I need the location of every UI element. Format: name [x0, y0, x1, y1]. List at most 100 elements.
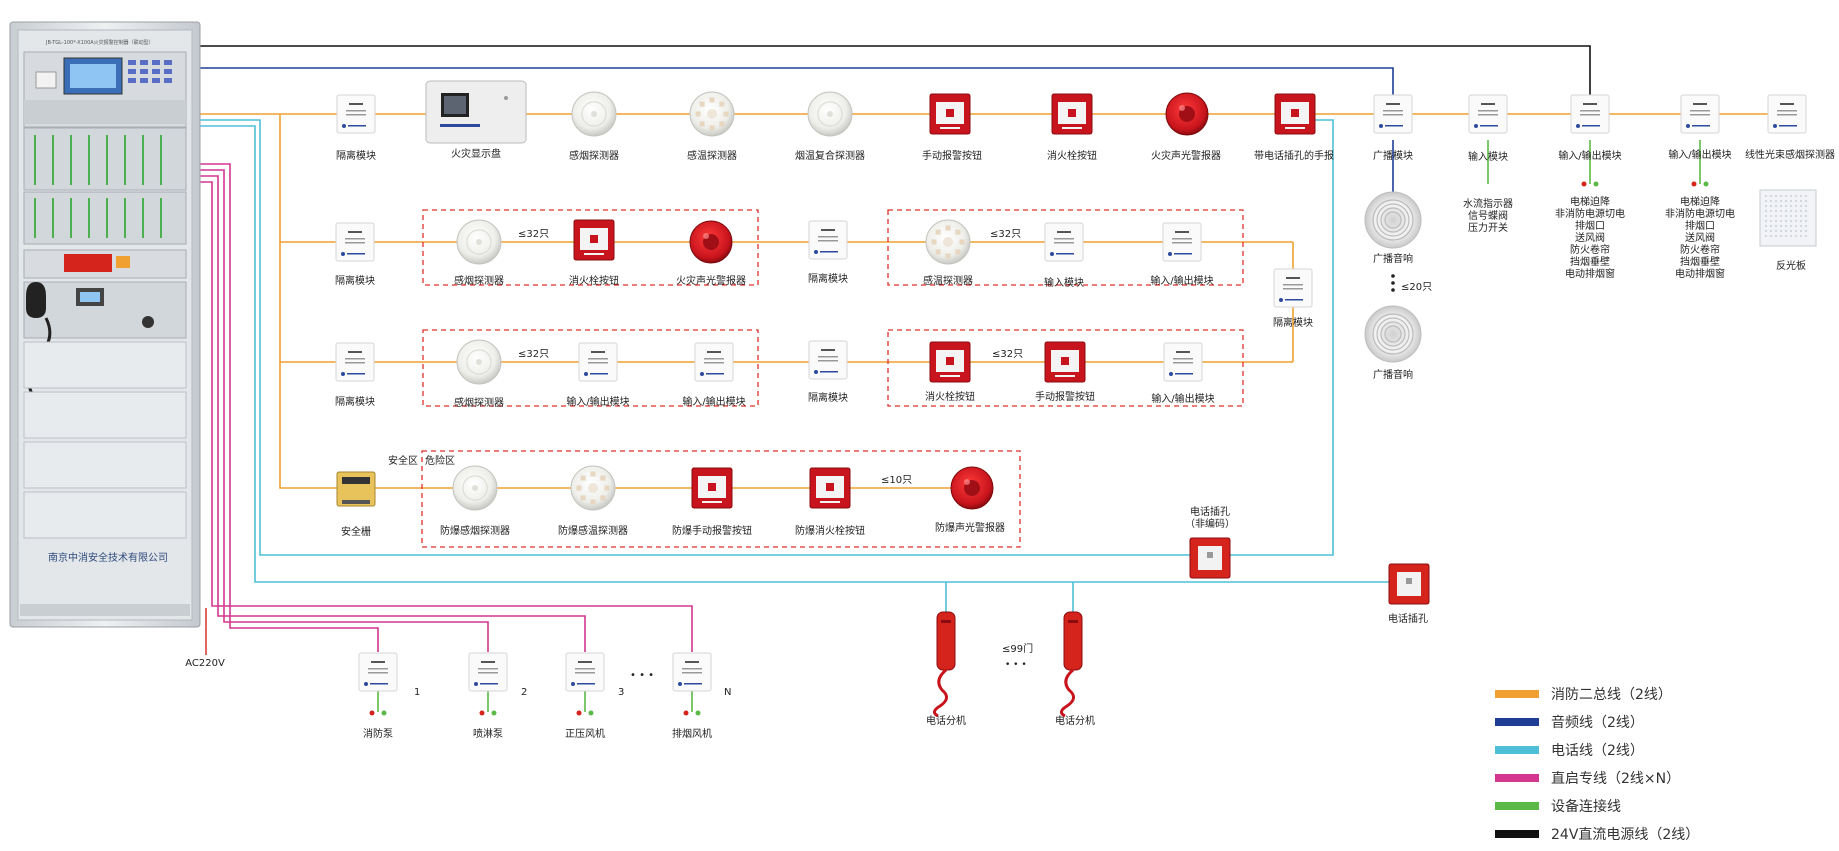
beam-detector-icon [1767, 94, 1807, 134]
bus-right-isolator-icon [1273, 268, 1313, 308]
bus3-isolator-label: 隔离模块 [335, 397, 375, 408]
bus4-count: ≤10只 [881, 475, 913, 486]
input-module-icon [1468, 94, 1508, 134]
bus3-g2-io-label: 输入/输出模块 [1151, 394, 1215, 405]
io-module1-label: 输入/输出模块 [1558, 151, 1622, 162]
handset2-label: 电话分机 [1055, 716, 1095, 727]
group-box-bus3-2 [887, 329, 1244, 407]
bus1-display-label: 火灾显示盘 [451, 149, 501, 160]
bus1-sounder-icon [1165, 92, 1209, 136]
direct-label-1: 消防泵 [363, 729, 393, 740]
io-module1-icon [1570, 94, 1610, 134]
legend-label: 24V直流电源线（2线） [1551, 827, 1700, 843]
fire-display-panel-icon [425, 80, 527, 144]
bus2-hydrant-button-icon [573, 219, 615, 261]
io-module2-icon [1680, 94, 1720, 134]
bus2-g2-count: ≤32只 [990, 229, 1022, 240]
handset1-label: 电话分机 [926, 716, 966, 727]
status-leds [369, 710, 387, 716]
phone-jack-icon [1388, 563, 1430, 605]
handset-ellipsis: • • • [1005, 660, 1027, 670]
legend-swatch [1495, 830, 1539, 838]
io-targets2: 电梯迫降 非消防电源切电 排烟口 送风阀 防火卷帘 挡烟垂壁 电动排烟窗 [1665, 197, 1735, 280]
reflector-icon [1759, 189, 1817, 247]
bus2-g2-input-label: 输入模块 [1044, 278, 1084, 289]
bus3-isolator-icon [335, 342, 375, 382]
phone-jack-nonaddr-label: 电话插孔 （非编码） [1185, 507, 1235, 530]
input-targets: 水流指示器 信号蝶阀 压力开关 [1463, 199, 1513, 234]
input-module-label: 输入模块 [1468, 152, 1508, 163]
bus1-hydrant-label: 消火栓按钮 [1047, 151, 1097, 162]
wire-phone-1 [200, 119, 1334, 556]
bus3-io1-icon [578, 342, 618, 382]
bus3-manual-alarm-icon [1044, 341, 1086, 383]
legend-swatch [1495, 774, 1539, 782]
wire-24v [200, 45, 1591, 96]
wire-phone-2 [200, 125, 1412, 583]
bus1-combo-detector-icon [807, 91, 853, 137]
ex-smoke-detector-icon [452, 465, 498, 511]
legend-item: 电话线（2线） [1495, 736, 1699, 764]
phone-jack-label: 电话插孔 [1388, 614, 1428, 625]
bus4-smoke-label: 防爆感烟探测器 [440, 526, 510, 537]
bus3-g2-manual-label: 手动报警按钮 [1035, 392, 1095, 403]
bus2-mid-isolator-label: 隔离模块 [808, 274, 848, 285]
direct-ellipsis: • • • [630, 670, 655, 681]
bus4-manual-label: 防爆手动报警按钮 [672, 526, 752, 537]
status-leds [479, 710, 497, 716]
reflector-label: 反光板 [1776, 261, 1806, 272]
phone-jack-nonaddr-icon [1189, 537, 1231, 579]
bus3-g1-smoke-label: 感烟探测器 [454, 398, 504, 409]
legend-item: 设备连接线 [1495, 792, 1699, 820]
bus1-combo-label: 烟温复合探测器 [795, 151, 865, 162]
legend-swatch [1495, 746, 1539, 754]
bus3-g1-count: ≤32只 [518, 349, 550, 360]
io-targets1: 电梯迫降 非消防电源切电 排烟口 送风阀 防火卷帘 挡烟垂壁 电动排烟窗 [1555, 197, 1625, 280]
bus3-g2-count: ≤32只 [992, 349, 1024, 360]
bus1-phone-manual-label: 带电话插孔的手报 [1254, 151, 1334, 162]
legend-swatch [1495, 718, 1539, 726]
bus1-manual-alarm-icon [929, 93, 971, 135]
safety-barrier-icon [336, 471, 376, 507]
bus1-isolator-icon [336, 94, 376, 134]
bus1-heat-detector-icon [689, 91, 735, 137]
bus3-io2-icon [694, 342, 734, 382]
speaker1-label: 广播音响 [1373, 254, 1413, 265]
danger-zone-label: 危险区 [425, 456, 455, 467]
bus2-sounder-icon [689, 220, 733, 264]
bus2-isolator-label: 隔离模块 [335, 276, 375, 287]
legend-item: 消防二总线（2线） [1495, 680, 1699, 708]
bus3-mid-isolator-label: 隔离模块 [808, 393, 848, 404]
bus3-hydrant-button-icon [929, 341, 971, 383]
cabinet-company: 南京中消安全技术有限公司 [48, 553, 168, 564]
power-label: AC220V [185, 658, 225, 669]
legend-label: 消防二总线（2线） [1551, 687, 1672, 703]
wire-direct-n [200, 181, 693, 652]
ex-manual-alarm-icon [691, 467, 733, 509]
devices [335, 80, 1817, 718]
status-leds [683, 710, 701, 716]
cabinet-title: JB-TGL-100*-X100A火灾报警控制器（联动型） [46, 40, 154, 46]
bus3-g1-io2-label: 输入/输出模块 [682, 397, 746, 408]
speaker2-icon [1364, 305, 1422, 363]
microphone-icon [26, 282, 46, 318]
ex-hydrant-button-icon [809, 467, 851, 509]
barrier-label: 安全栅 [341, 527, 371, 538]
direct-num-3: 3 [618, 687, 625, 698]
status-leds [1691, 181, 1709, 187]
bus2-smoke-detector-icon [456, 219, 502, 265]
bus2-g2-io-label: 输入/输出模块 [1150, 276, 1214, 287]
handset2-icon [1060, 611, 1083, 718]
bus3-g2-hydrant-label: 消火栓按钮 [925, 392, 975, 403]
bus3-smoke-detector-icon [456, 339, 502, 385]
bus2-mid-isolator-icon [808, 220, 848, 260]
legend-label: 设备连接线 [1551, 799, 1621, 815]
legend-item: 24V直流电源线（2线） [1495, 820, 1699, 848]
direct-label-n: 排烟风机 [672, 729, 712, 740]
broadcast-module-label: 广播模块 [1373, 151, 1413, 162]
bus2-g1-alarm-label: 火灾声光警报器 [676, 276, 746, 287]
beam-detector-label: 线性光束感烟探测器 [1745, 150, 1835, 161]
status-leds [1581, 181, 1599, 187]
bus3-io-module-icon [1163, 342, 1203, 382]
direct-module-icon-3 [565, 652, 605, 692]
